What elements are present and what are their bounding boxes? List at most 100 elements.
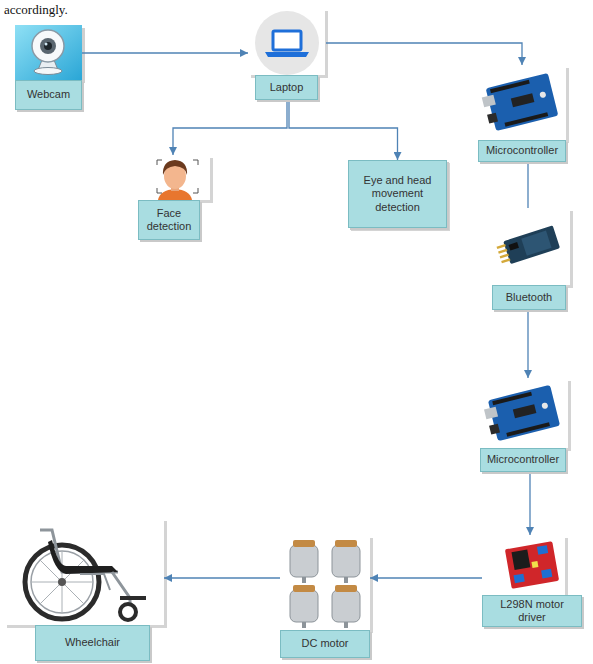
label-box: Microcontroller <box>478 140 566 162</box>
bluetooth-module-picture <box>492 208 570 285</box>
webcam-picture <box>15 25 82 80</box>
label-box: Microcontroller <box>480 448 566 472</box>
motor-driver-picture <box>537 545 548 555</box>
label-box: L298N motor driver <box>482 595 582 627</box>
dc-motor-picture <box>293 540 315 547</box>
microcontroller-picture <box>511 93 535 107</box>
component-label: Wheelchair <box>65 636 120 649</box>
component-card: Microcontroller <box>478 65 566 162</box>
component-label: Eye and head movement detection <box>352 174 443 214</box>
component-label: Microcontroller <box>487 453 559 466</box>
component-card: DC motor <box>280 535 370 658</box>
bluetooth-module-picture <box>521 231 551 256</box>
picture-space <box>478 65 566 140</box>
motor-driver-picture <box>500 535 565 595</box>
component-card: Laptop <box>248 8 326 100</box>
microcontroller-picture <box>478 65 566 140</box>
component-card: Microcontroller <box>480 378 568 472</box>
flow-arrow <box>326 43 522 65</box>
flow-arrow <box>82 52 248 53</box>
bluetooth-module-picture <box>503 225 560 264</box>
wheelchair-picture <box>58 578 66 586</box>
bluetooth-module-picture <box>509 242 519 250</box>
component-label: Laptop <box>270 81 304 94</box>
dc-motor-picture <box>290 545 318 577</box>
microcontroller-picture <box>480 378 568 448</box>
dc-motor-picture <box>332 590 360 622</box>
label-box: Webcam <box>15 80 82 110</box>
dc-motor-picture <box>290 590 318 622</box>
dc-motor-picture <box>302 577 306 583</box>
flow-arrow <box>527 162 528 208</box>
wheelchair-picture <box>4 518 167 628</box>
wheelchair-picture <box>80 574 110 590</box>
dc-motor-picture <box>280 535 370 630</box>
label-box: Eye and head movement detection <box>348 160 447 228</box>
laptop-picture <box>255 11 319 75</box>
laptop-picture <box>265 52 309 57</box>
picture-space <box>492 208 570 285</box>
picture-space <box>480 378 568 448</box>
label-box: Laptop <box>255 75 318 100</box>
picture-space <box>138 155 210 200</box>
flow-arrow <box>527 310 528 378</box>
dc-motor-picture <box>332 585 360 628</box>
microcontroller-picture <box>486 73 559 131</box>
dc-motor-picture <box>335 540 357 547</box>
wheelchair-picture <box>120 596 146 600</box>
wheelchair-picture <box>31 551 93 613</box>
wheelchair-picture <box>112 572 130 606</box>
dc-motor-picture <box>290 585 318 628</box>
component-card: L298N motor driver <box>482 535 582 627</box>
dc-motor-picture <box>280 535 373 633</box>
face-picture <box>157 160 198 193</box>
face-picture <box>140 155 210 200</box>
laptop-picture <box>248 8 328 78</box>
microcontroller-picture <box>482 95 496 108</box>
component-label: Bluetooth <box>506 291 552 304</box>
flow-arrow <box>370 577 482 578</box>
bluetooth-module-picture <box>498 249 507 254</box>
picture-space <box>248 8 326 75</box>
component-label: L298N motor driver <box>486 598 578 624</box>
picture-space <box>280 535 370 630</box>
dc-motor-picture <box>344 577 348 583</box>
flow-arrow <box>173 100 287 155</box>
bluetooth-module-picture <box>492 208 573 288</box>
laptop-picture <box>273 31 301 50</box>
wheelchair-picture <box>31 551 93 613</box>
component-label: Webcam <box>27 88 70 101</box>
microcontroller-picture <box>541 402 548 409</box>
wheelchair-picture <box>48 540 118 574</box>
wheelchair-picture <box>4 518 164 625</box>
picture-space <box>4 518 164 625</box>
motor-driver-picture <box>505 541 559 589</box>
bluetooth-module-picture <box>497 244 506 249</box>
label-box: Bluetooth <box>492 285 566 310</box>
component-card: Face detection <box>138 155 210 240</box>
motor-driver-picture <box>511 550 530 571</box>
webcam-picture <box>40 38 56 54</box>
microcontroller-picture <box>482 385 560 443</box>
microcontroller-picture <box>492 392 532 406</box>
flow-arrow <box>529 472 530 535</box>
webcam-picture <box>34 68 62 75</box>
dc-motor-picture <box>290 540 318 583</box>
face-picture <box>140 155 213 203</box>
motor-driver-picture <box>500 535 568 598</box>
motor-driver-picture <box>505 541 559 589</box>
bluetooth-module-picture <box>500 253 509 258</box>
microcontroller-picture <box>478 65 569 143</box>
microcontroller-picture <box>505 112 549 127</box>
dc-motor-picture <box>335 585 357 592</box>
microcontroller-picture <box>480 378 571 451</box>
text-fragment: accordingly. <box>4 2 68 18</box>
face-picture <box>163 160 187 175</box>
webcam-picture <box>15 25 85 83</box>
component-card: Webcam <box>15 25 82 110</box>
webcam-picture <box>45 43 48 46</box>
microcontroller-picture <box>489 424 500 435</box>
component-label: DC motor <box>301 637 348 650</box>
microcontroller-picture <box>490 80 530 94</box>
